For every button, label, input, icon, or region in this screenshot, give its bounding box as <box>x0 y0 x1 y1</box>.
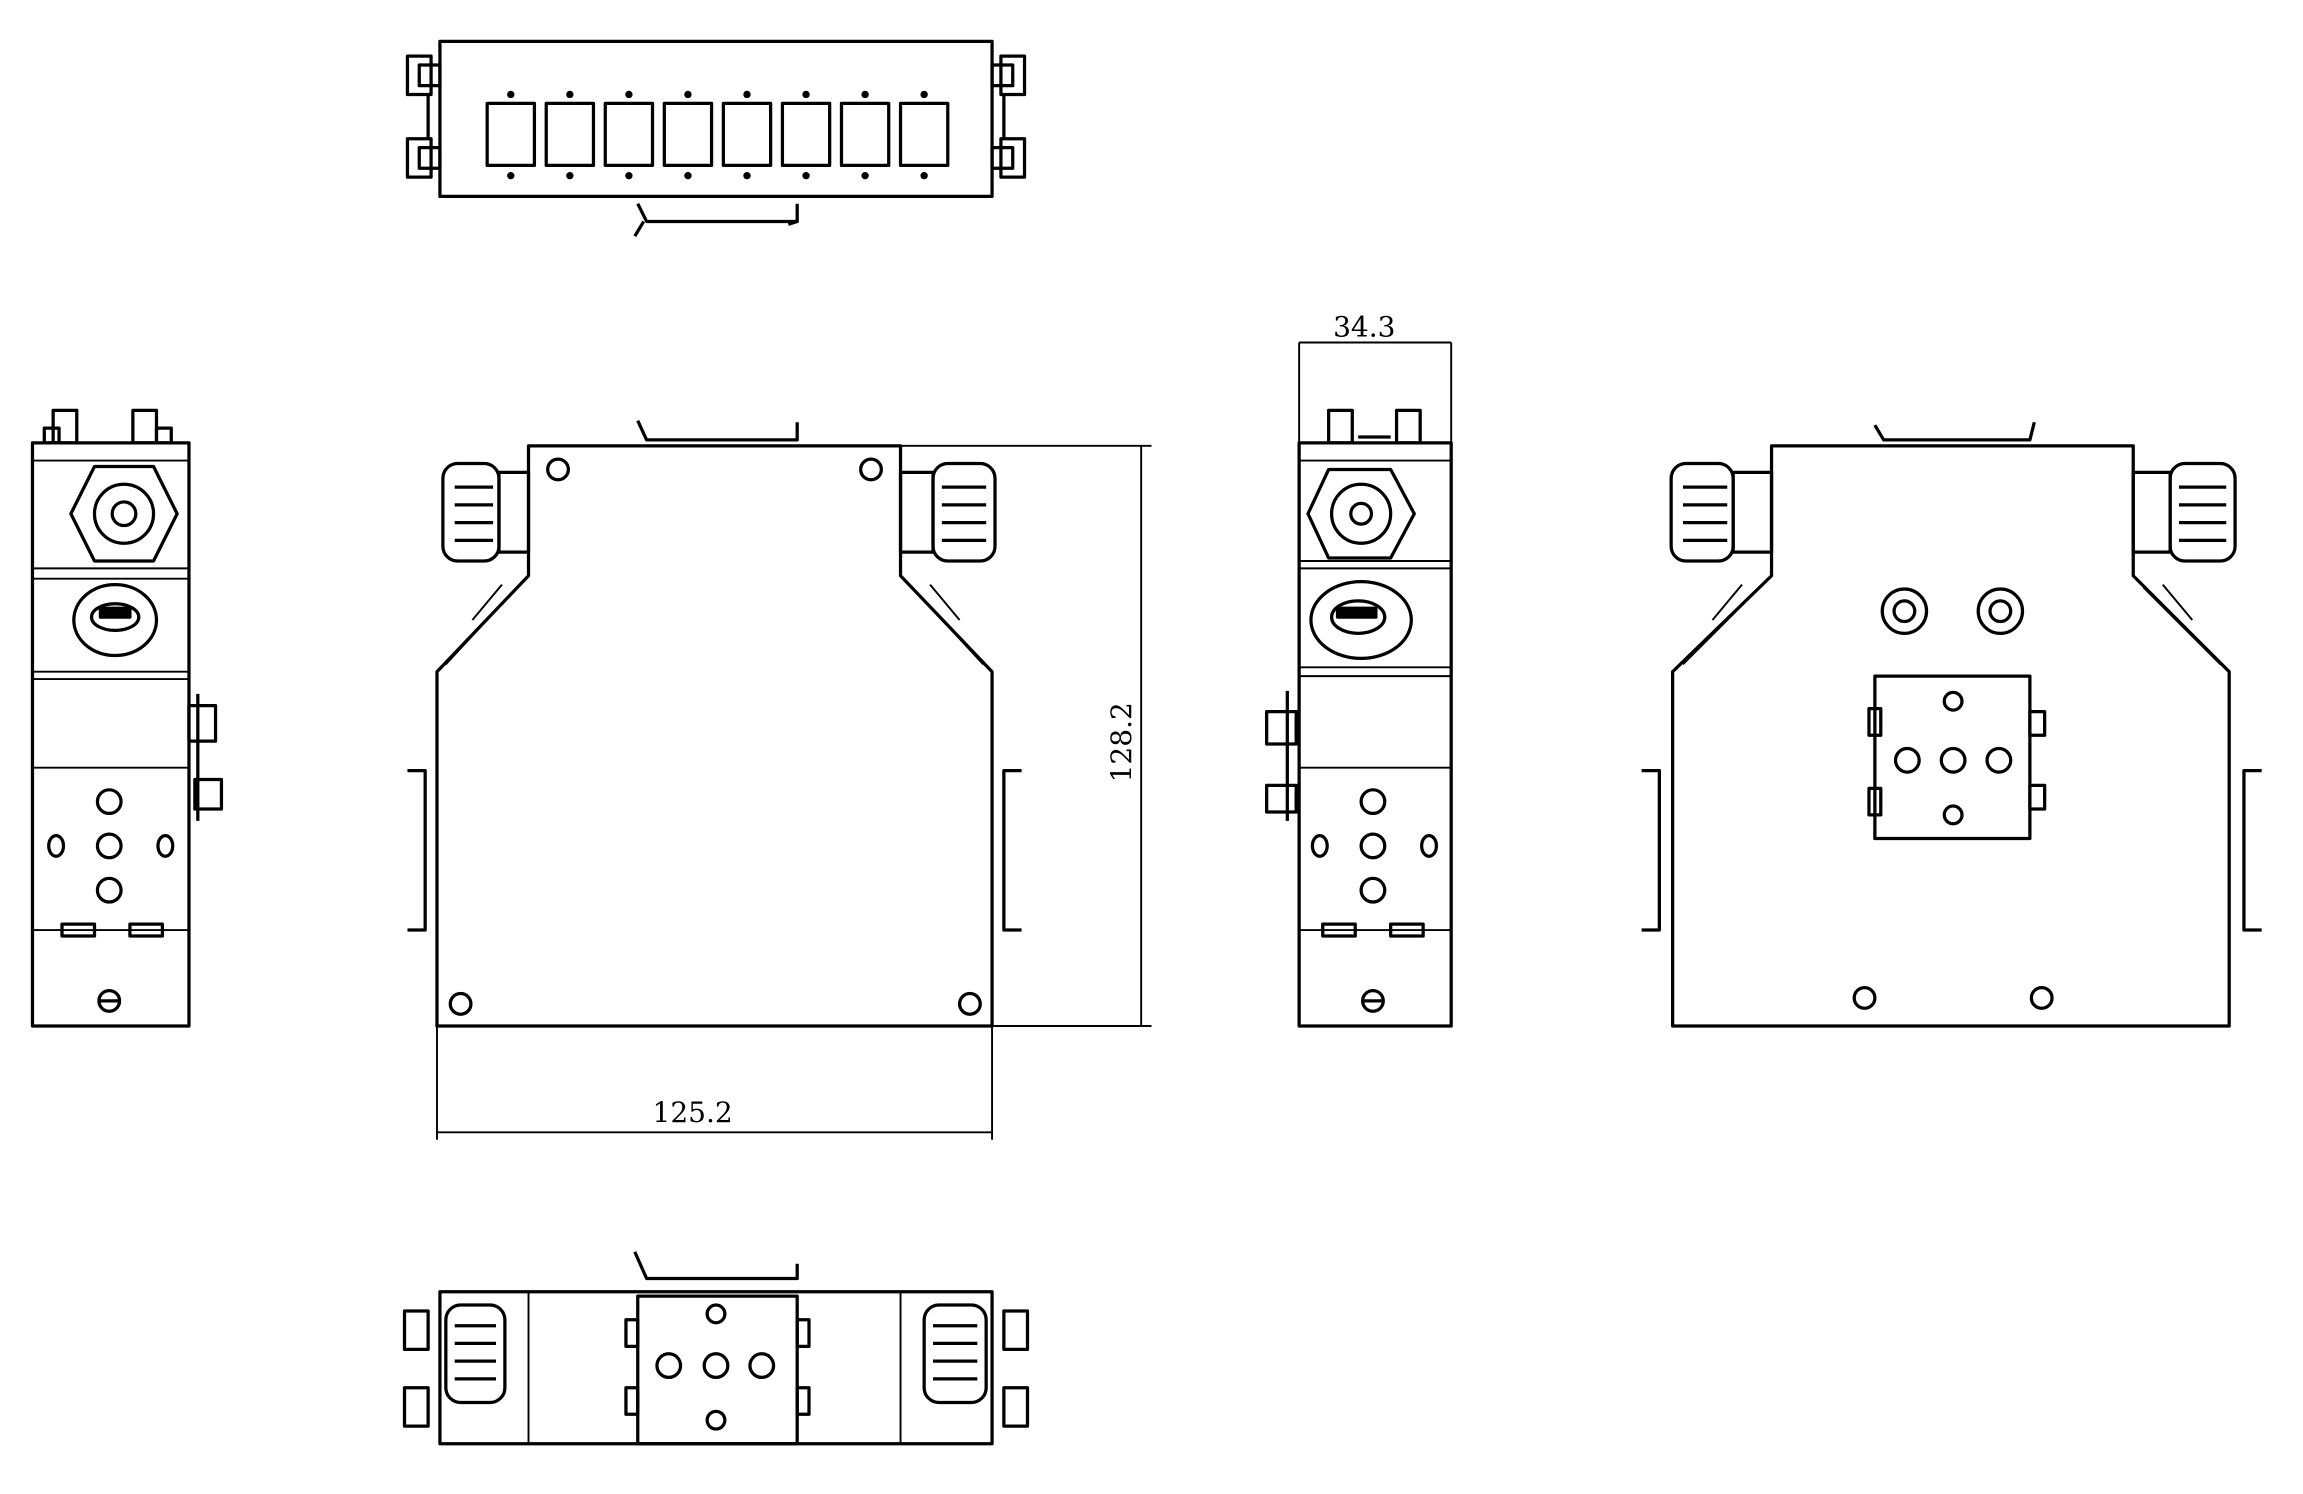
width-dimension <box>436 1026 994 1140</box>
right-cable-gland <box>2131 461 2237 563</box>
left-side-view <box>30 408 224 1028</box>
terminal-marker <box>566 171 574 180</box>
din-mount-plate <box>624 1294 811 1446</box>
right-cable-gland <box>922 1303 988 1405</box>
right-side-view: 34.3 <box>1265 311 1453 1028</box>
left-cable-gland <box>1669 461 1774 563</box>
terminal-marker <box>802 90 810 99</box>
terminal-marker <box>861 90 869 99</box>
terminal-marker <box>625 171 633 180</box>
bottom-view <box>402 1251 1030 1446</box>
terminal-marker <box>507 90 515 99</box>
left-connector <box>402 1309 430 1428</box>
terminal-window <box>603 101 655 167</box>
terminal-marker <box>684 171 692 180</box>
din-clip <box>636 420 799 442</box>
cable-gland-front-icon <box>1309 580 1413 661</box>
top-view <box>405 39 1027 238</box>
terminal-marker <box>684 90 692 99</box>
din-rail <box>1641 768 2262 932</box>
back-view <box>1641 421 2262 1028</box>
terminal-marker <box>743 90 751 99</box>
terminal-marker <box>920 90 928 99</box>
terminal-marker <box>861 171 869 180</box>
terminal-window <box>780 101 832 167</box>
screw-icon <box>97 988 122 1013</box>
terminal-window <box>839 101 891 167</box>
terminal-window <box>662 101 714 167</box>
left-cable-gland <box>441 461 531 563</box>
front-view: 128.2 125.2 <box>407 420 1152 1140</box>
terminal-marker <box>566 90 574 99</box>
terminal-marker <box>920 171 928 180</box>
left-connector <box>405 54 442 179</box>
depth-dimension <box>1298 341 1453 443</box>
terminal-window <box>898 101 950 167</box>
right-connector <box>1002 1309 1030 1428</box>
din-clip <box>1873 421 2036 442</box>
terminal-window <box>721 101 773 167</box>
din-clip <box>187 693 224 821</box>
terminal-window <box>485 101 537 167</box>
screw-icon <box>1360 988 1385 1013</box>
din-rail <box>407 768 1022 932</box>
cable-gland-front-icon <box>72 582 159 658</box>
din-mount-plate <box>1867 674 2047 841</box>
din-clip <box>633 1251 799 1281</box>
height-dimension <box>900 444 1152 1027</box>
terminal-marker <box>802 171 810 180</box>
din-clip <box>633 203 799 238</box>
height-dimension-label: 128.2 <box>1105 702 1138 782</box>
right-cable-gland <box>898 461 997 563</box>
terminal-windows <box>485 90 950 180</box>
width-dimension-label: 125.2 <box>653 1096 733 1129</box>
cable-gland-icon <box>69 464 179 563</box>
cable-gland-icon <box>1306 467 1416 560</box>
right-connector <box>990 54 1027 179</box>
terminal-window <box>544 101 596 167</box>
terminal-marker <box>625 90 633 99</box>
terminal-marker <box>743 171 751 180</box>
din-clip <box>1265 690 1298 821</box>
left-cable-gland <box>444 1303 507 1405</box>
depth-dimension-label: 34.3 <box>1333 311 1395 344</box>
terminal-marker <box>507 171 515 180</box>
